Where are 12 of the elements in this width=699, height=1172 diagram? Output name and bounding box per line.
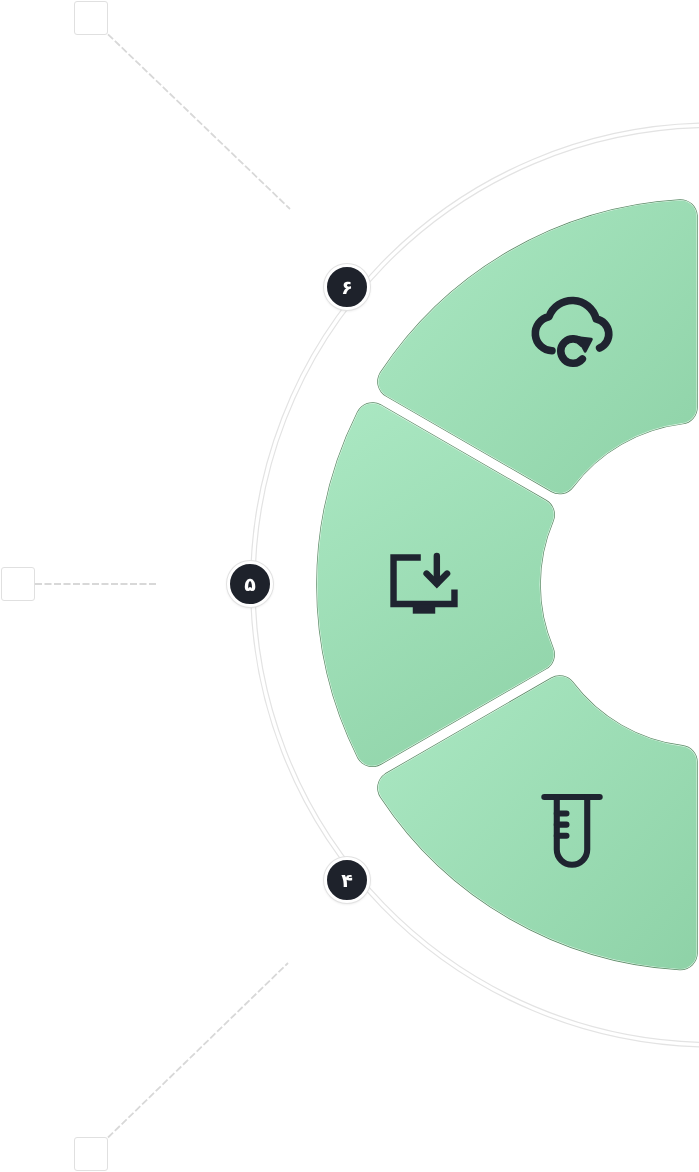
ring-segment <box>315 402 555 768</box>
step-number: ۵ <box>227 561 273 607</box>
step-number: ۴ <box>324 857 370 903</box>
step-number: ۶ <box>324 264 370 310</box>
dashed-connector <box>107 962 289 1139</box>
ring-segment <box>376 675 698 971</box>
dashed-connector <box>107 33 291 210</box>
ring-segment <box>376 199 698 495</box>
empty-square <box>74 1 108 35</box>
empty-square <box>1 567 35 601</box>
dashed-connector <box>34 583 158 585</box>
empty-square <box>74 1137 108 1171</box>
